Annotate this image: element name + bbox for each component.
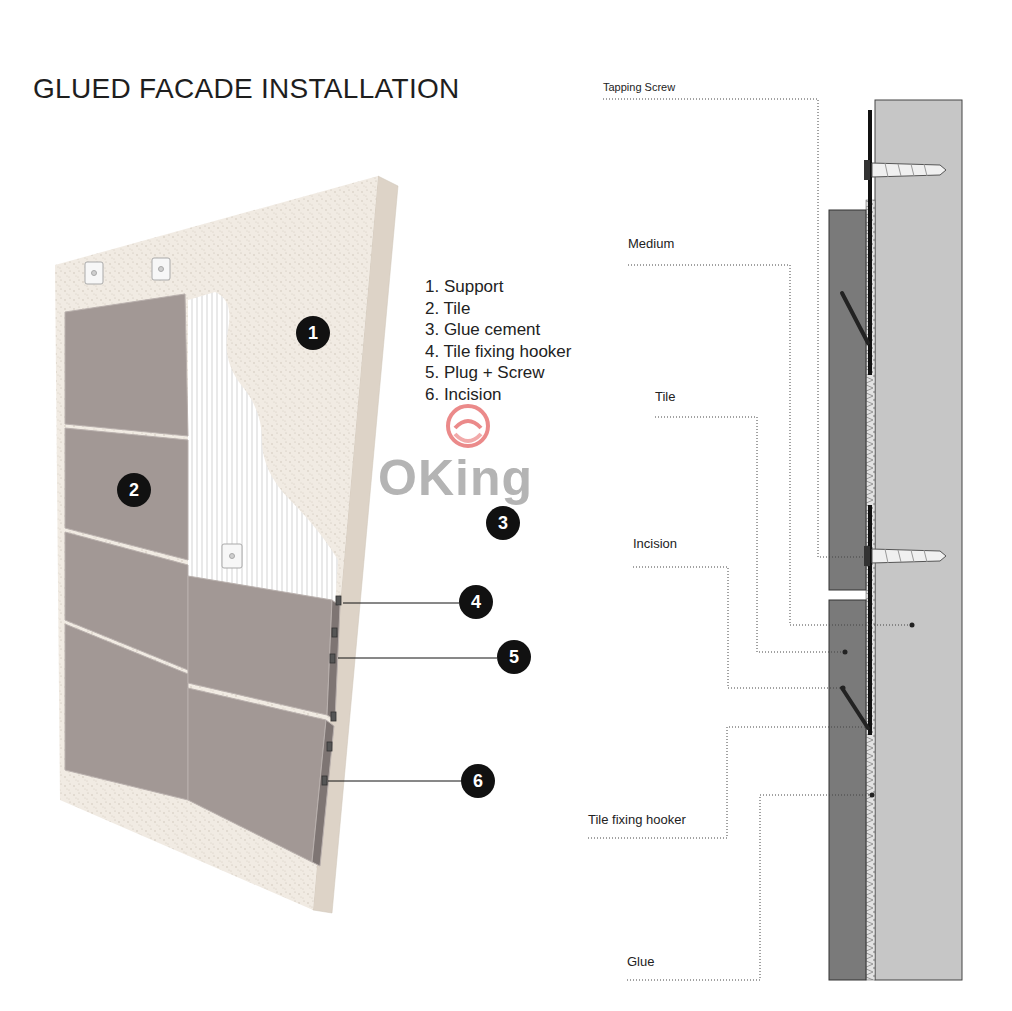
- callout-leaders: [343, 603, 459, 604]
- legend-item: 6. Incision: [425, 385, 502, 405]
- section-leaders: [655, 417, 843, 652]
- tiles: [65, 294, 340, 866]
- tapping-screws: [864, 546, 870, 566]
- support-clips: [230, 554, 235, 559]
- tiles: [188, 688, 326, 862]
- callout-text: 6: [473, 772, 483, 790]
- fixing-hookers: [336, 596, 341, 605]
- legend-item: 5. Plug + Screw: [425, 363, 545, 383]
- fixing-hookers: [332, 628, 337, 637]
- section-leaders: [588, 99, 910, 980]
- callout-number: 4: [459, 585, 493, 619]
- tiles: [327, 600, 340, 720]
- part-label: Medium: [628, 236, 674, 252]
- tiles: [65, 294, 188, 436]
- callout-leaders: [338, 658, 497, 659]
- tapping-screws: [885, 163, 927, 177]
- legend-item: 2. Tile: [425, 299, 470, 319]
- section-view: [868, 110, 872, 375]
- callout-leaders: [328, 603, 497, 781]
- legend-item: 3. Glue cement: [425, 320, 540, 340]
- section-hookers: [842, 688, 868, 728]
- leader-dots: [841, 686, 846, 691]
- section-view: [829, 100, 962, 980]
- section-view: [875, 100, 962, 980]
- leader-dots: [910, 623, 915, 628]
- section-leaders: [603, 99, 864, 557]
- leader-dots: [841, 623, 915, 798]
- support-clips: [159, 267, 164, 272]
- watermark-logo: [448, 406, 488, 446]
- glue-cement: [188, 292, 338, 606]
- callout-number: 1: [296, 316, 330, 350]
- wall-slab: [55, 176, 378, 910]
- diagram-title: GLUED FACADE INSTALLATION: [33, 72, 460, 106]
- support-clips: [85, 262, 103, 284]
- fixing-hookers: [330, 654, 335, 663]
- part-label: Incision: [633, 536, 677, 552]
- part-label: Tile: [655, 389, 675, 405]
- fixing-hookers: [331, 712, 336, 721]
- section-leaders: [633, 567, 841, 688]
- tiles: [65, 624, 188, 800]
- part-label: Glue: [627, 954, 654, 970]
- callout-text: 1: [308, 324, 318, 342]
- tiles: [312, 720, 334, 866]
- callout-text: 4: [471, 593, 481, 611]
- tapping-screws: [864, 160, 870, 180]
- callout-text: 2: [129, 481, 139, 499]
- tapping-screws: [872, 163, 946, 177]
- watermark-logo: [455, 421, 481, 428]
- tapping-screws: [864, 160, 946, 566]
- watermark-logo: [455, 434, 481, 441]
- section-leaders: [588, 727, 866, 838]
- leader-dots: [870, 793, 875, 798]
- tapping-screws: [885, 549, 927, 563]
- fixing-hookers: [322, 596, 341, 785]
- callout-number: 6: [461, 764, 495, 798]
- section-hookers: [842, 293, 868, 343]
- fixing-hookers: [322, 776, 327, 785]
- callout-number: 3: [486, 506, 520, 540]
- callout-number: 5: [497, 640, 531, 674]
- legend-item: 1. Support: [425, 277, 503, 297]
- fixing-hookers: [327, 742, 332, 751]
- callout-leaders: [328, 781, 461, 782]
- part-label: Tile fixing hooker: [588, 812, 686, 828]
- callout-text: 5: [509, 648, 519, 666]
- leader-dots: [843, 650, 848, 655]
- section-view: [829, 210, 866, 590]
- callout-text: 3: [498, 514, 508, 532]
- tapping-screws: [872, 549, 946, 563]
- section-view: [829, 600, 866, 980]
- wall-slab: [55, 176, 398, 913]
- watermark: OKing: [378, 448, 533, 508]
- callout-number: 2: [117, 473, 151, 507]
- section-leaders: [628, 265, 910, 625]
- legend-item: 4. Tile fixing hooker: [425, 342, 571, 362]
- section-view: [868, 505, 872, 735]
- section-hookers: [842, 293, 868, 728]
- watermark-logo: [448, 406, 488, 446]
- support-clips: [92, 271, 97, 276]
- part-label: Tapping Screw: [603, 81, 675, 94]
- support-clips: [152, 258, 170, 280]
- support-clips: [222, 544, 242, 568]
